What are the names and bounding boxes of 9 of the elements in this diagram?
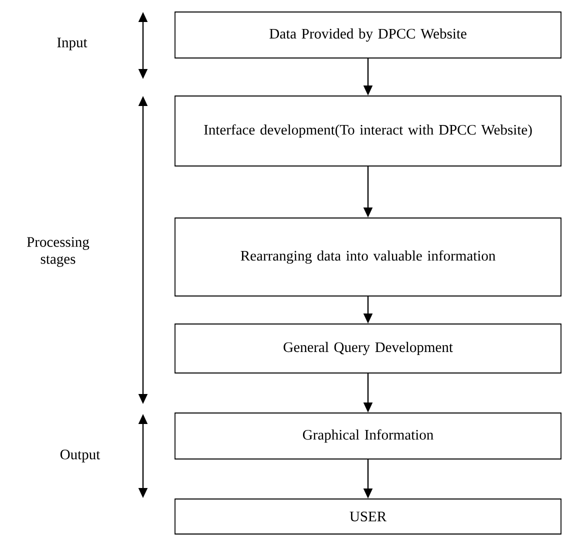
- process-box: Rearranging data into valuable information: [174, 218, 562, 296]
- process-box: Interface development(To interact with DPCC Website): [174, 96, 562, 166]
- process-box: Graphical Information: [174, 412, 562, 460]
- process-box: USER: [174, 498, 562, 534]
- stage-label: Processing stages: [27, 237, 90, 267]
- process-box: Data Provided by DPCC Website: [174, 12, 562, 58]
- process-box: General Query Development: [174, 324, 562, 374]
- stage-label: Output: [60, 450, 100, 462]
- stage-label: Input: [57, 38, 88, 50]
